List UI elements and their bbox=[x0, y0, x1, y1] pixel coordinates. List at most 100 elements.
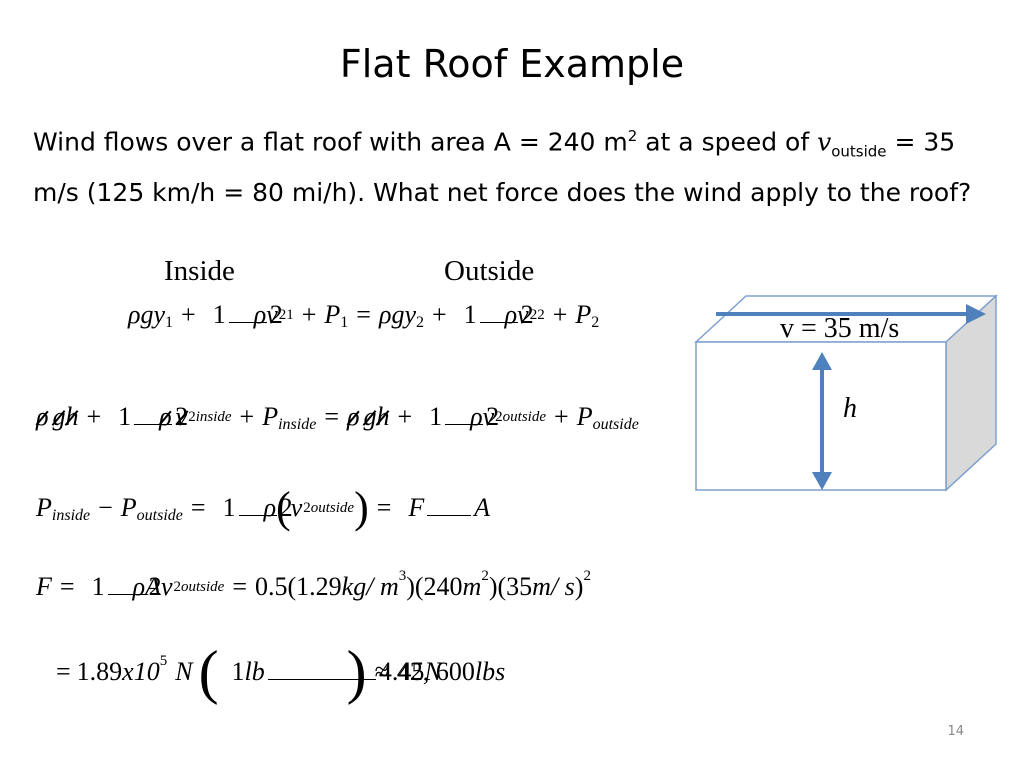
operator: + bbox=[432, 300, 447, 329]
page-number: 14 bbox=[947, 724, 964, 739]
superscript: 2 bbox=[529, 307, 538, 323]
problem-subscript-outside: outside bbox=[831, 142, 887, 161]
superscript: 2 bbox=[583, 567, 591, 584]
superscript: 2 bbox=[495, 409, 503, 425]
symbol-v: v bbox=[482, 402, 495, 431]
symbol-v: v bbox=[160, 572, 173, 601]
numerator: 1 bbox=[118, 402, 132, 431]
operator: = bbox=[356, 300, 371, 329]
open-paren: ( bbox=[198, 639, 219, 705]
symbol-rho-cancelled: ρ bbox=[159, 402, 172, 431]
result-unit: lbs bbox=[474, 657, 506, 686]
problem-velocity-symbol: v bbox=[817, 127, 832, 157]
subscript: outside bbox=[180, 579, 225, 595]
symbol-h-cancelled: h bbox=[376, 402, 390, 431]
symbol-a: A bbox=[145, 572, 161, 601]
value: 1.89 bbox=[76, 657, 123, 686]
symbol-v: v bbox=[290, 493, 303, 522]
operator: = bbox=[232, 572, 247, 601]
result-value: 42, 600 bbox=[396, 657, 475, 686]
denominator: 2 bbox=[520, 300, 534, 329]
operator: = bbox=[59, 572, 75, 601]
unit: m bbox=[532, 572, 551, 601]
symbol-rho: ρ bbox=[263, 493, 277, 522]
value: )(35 bbox=[488, 572, 533, 601]
subscript: outside bbox=[592, 416, 639, 433]
operator: = bbox=[190, 493, 206, 522]
unit: kg bbox=[341, 572, 367, 601]
roof-box-diagram bbox=[694, 294, 998, 492]
symbol-g-cancelled: g bbox=[52, 402, 66, 431]
symbol-rho: ρ bbox=[132, 572, 146, 601]
symbol-rho: ρ bbox=[378, 300, 392, 329]
subscript: outside bbox=[310, 500, 355, 516]
value: )(240 bbox=[406, 572, 463, 601]
symbol-h-cancelled: h bbox=[65, 402, 79, 431]
denominator-value: 4.45 bbox=[378, 657, 425, 686]
unit: N bbox=[175, 657, 193, 686]
denominator: 2 bbox=[486, 402, 500, 431]
height-label: h bbox=[843, 393, 857, 424]
denominator: 2 bbox=[269, 300, 283, 329]
numerator-unit: lb bbox=[244, 657, 265, 686]
value: 0.5(1.29 bbox=[255, 572, 342, 601]
operator: − bbox=[98, 493, 113, 522]
symbol-p: P bbox=[36, 493, 52, 522]
numerator: 1 bbox=[463, 300, 477, 329]
operator: + bbox=[397, 402, 413, 431]
numerator: 1 bbox=[222, 493, 236, 522]
symbol-v: v bbox=[266, 300, 278, 329]
subscript: outside bbox=[502, 409, 547, 425]
problem-text-3: = 35 m/s (125 km/h = 80 mi/h). What net … bbox=[33, 127, 972, 208]
operator: = bbox=[56, 657, 71, 686]
operator: = bbox=[324, 402, 339, 431]
symbol-y: y bbox=[153, 300, 166, 329]
velocity-label: v = 35 m/s bbox=[780, 313, 900, 344]
open-paren: ( bbox=[276, 483, 291, 532]
script-stack: 2inside bbox=[188, 409, 231, 425]
problem-statement: Wind flows over a flat roof with area A … bbox=[33, 116, 993, 213]
script-stack: 2outside bbox=[303, 500, 354, 516]
subscript: 2 bbox=[591, 314, 600, 331]
symbol-f: F bbox=[36, 572, 52, 601]
operator: ≈ bbox=[374, 657, 389, 686]
close-paren: ) bbox=[354, 483, 369, 532]
symbol-p: P bbox=[262, 402, 279, 431]
height-arrow-head-bottom bbox=[812, 472, 832, 490]
symbol-rho: ρ bbox=[128, 300, 141, 329]
operator: + bbox=[239, 402, 255, 431]
operator: + bbox=[301, 300, 317, 329]
script-stack: 2outside bbox=[173, 579, 224, 595]
symbol-rho-cancelled: ρ bbox=[36, 402, 49, 431]
subscript: inside bbox=[51, 507, 91, 524]
slide-title: Flat Roof Example bbox=[339, 42, 685, 86]
symbol-p: P bbox=[120, 493, 137, 522]
unit: / m bbox=[366, 572, 399, 601]
superscript: 3 bbox=[398, 567, 407, 584]
symbol-rho: ρ bbox=[253, 300, 267, 329]
label-outside: Outside bbox=[444, 255, 535, 287]
symbol-p: P bbox=[575, 300, 592, 329]
operator: + bbox=[554, 402, 569, 431]
numerator: 1 bbox=[91, 572, 105, 601]
subscript: outside bbox=[136, 507, 183, 524]
symbol-g-cancelled: g bbox=[363, 402, 377, 431]
symbol-p: P bbox=[324, 300, 341, 329]
superscript: 2 bbox=[173, 579, 181, 595]
symbol-p: P bbox=[576, 402, 593, 431]
subscript: 2 bbox=[416, 314, 424, 331]
symbol-g: g bbox=[140, 300, 154, 329]
height-arrow-head-top bbox=[812, 352, 832, 370]
numerator: 1lb bbox=[229, 657, 268, 687]
symbol-v-cancelled: v bbox=[175, 402, 188, 431]
symbol-rho: ρ bbox=[470, 402, 483, 431]
